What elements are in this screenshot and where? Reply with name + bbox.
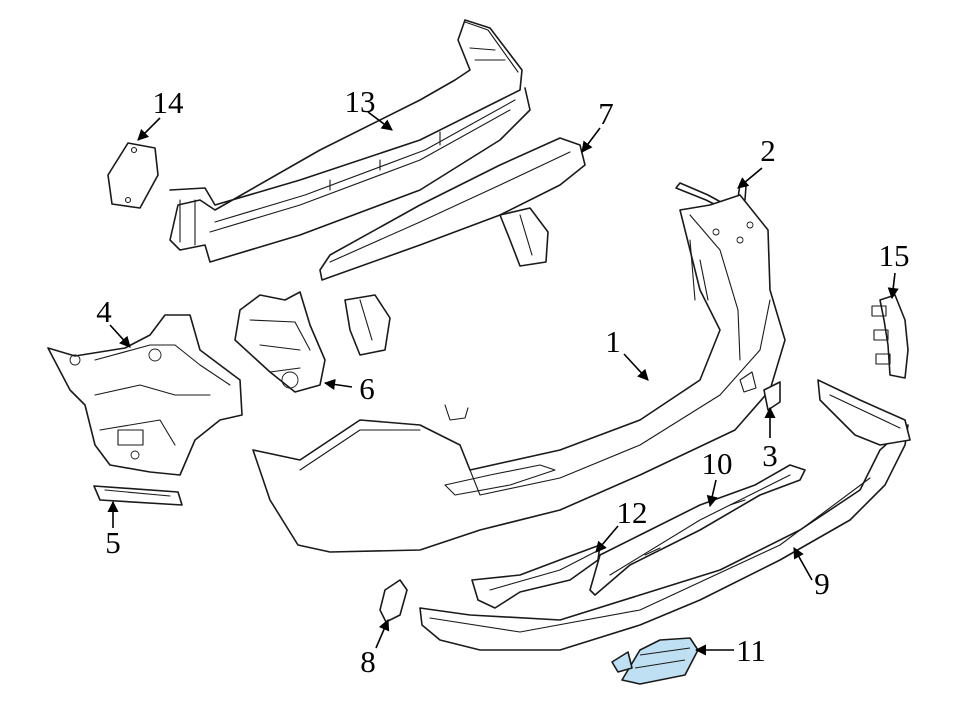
callout-3: 3	[762, 438, 778, 473]
leader-10	[706, 479, 718, 508]
leader-7	[581, 127, 601, 153]
callout-15: 15	[879, 238, 910, 273]
leader-1	[623, 353, 649, 381]
callout-10: 10	[702, 446, 733, 481]
callout-7: 7	[598, 96, 614, 131]
leader-15	[887, 272, 899, 300]
part-1-bumper-cover[interactable]	[252, 194, 786, 553]
leader-4	[109, 324, 131, 348]
callout-4: 4	[96, 294, 112, 329]
callout-9: 9	[814, 566, 830, 601]
leader-2	[737, 167, 763, 189]
leader-9	[793, 547, 813, 581]
leader-8	[375, 618, 390, 649]
part-9-lower-diffuser[interactable]	[419, 379, 911, 651]
leader-13	[367, 111, 393, 131]
part-6-bracket[interactable]	[234, 291, 326, 393]
callout-13: 13	[345, 84, 376, 119]
part-12-trim[interactable]	[471, 544, 601, 609]
part-14-pad[interactable]	[107, 142, 159, 209]
callout-6: 6	[359, 371, 375, 406]
leader-6	[323, 378, 353, 391]
part-5-bracket[interactable]	[93, 485, 183, 506]
part-11-tow-hook-cover[interactable]	[611, 637, 699, 685]
leader-14	[137, 117, 161, 141]
callout-5: 5	[105, 525, 121, 560]
callout-14: 14	[153, 85, 185, 120]
part-8-reflector[interactable]	[379, 579, 408, 623]
callout-12: 12	[617, 495, 648, 530]
part-7-energy-absorber[interactable]	[319, 137, 586, 356]
callout-labels: 1 2 3 4 5 6 7 8 9 10 11 12 13 14 15	[96, 84, 909, 679]
part-3-clip[interactable]	[763, 381, 781, 411]
part-15-side-bracket[interactable]	[871, 294, 909, 379]
part-4-side-bracket-left[interactable]	[47, 314, 243, 476]
callout-leaders	[107, 111, 899, 656]
callout-1: 1	[605, 324, 621, 359]
part-13-reinforcement-bar[interactable]	[169, 19, 531, 263]
callout-2: 2	[760, 133, 776, 168]
leader-12	[595, 525, 619, 553]
part-10-mount-bracket[interactable]	[589, 464, 806, 596]
callout-8: 8	[360, 644, 376, 679]
callout-11: 11	[736, 633, 766, 668]
